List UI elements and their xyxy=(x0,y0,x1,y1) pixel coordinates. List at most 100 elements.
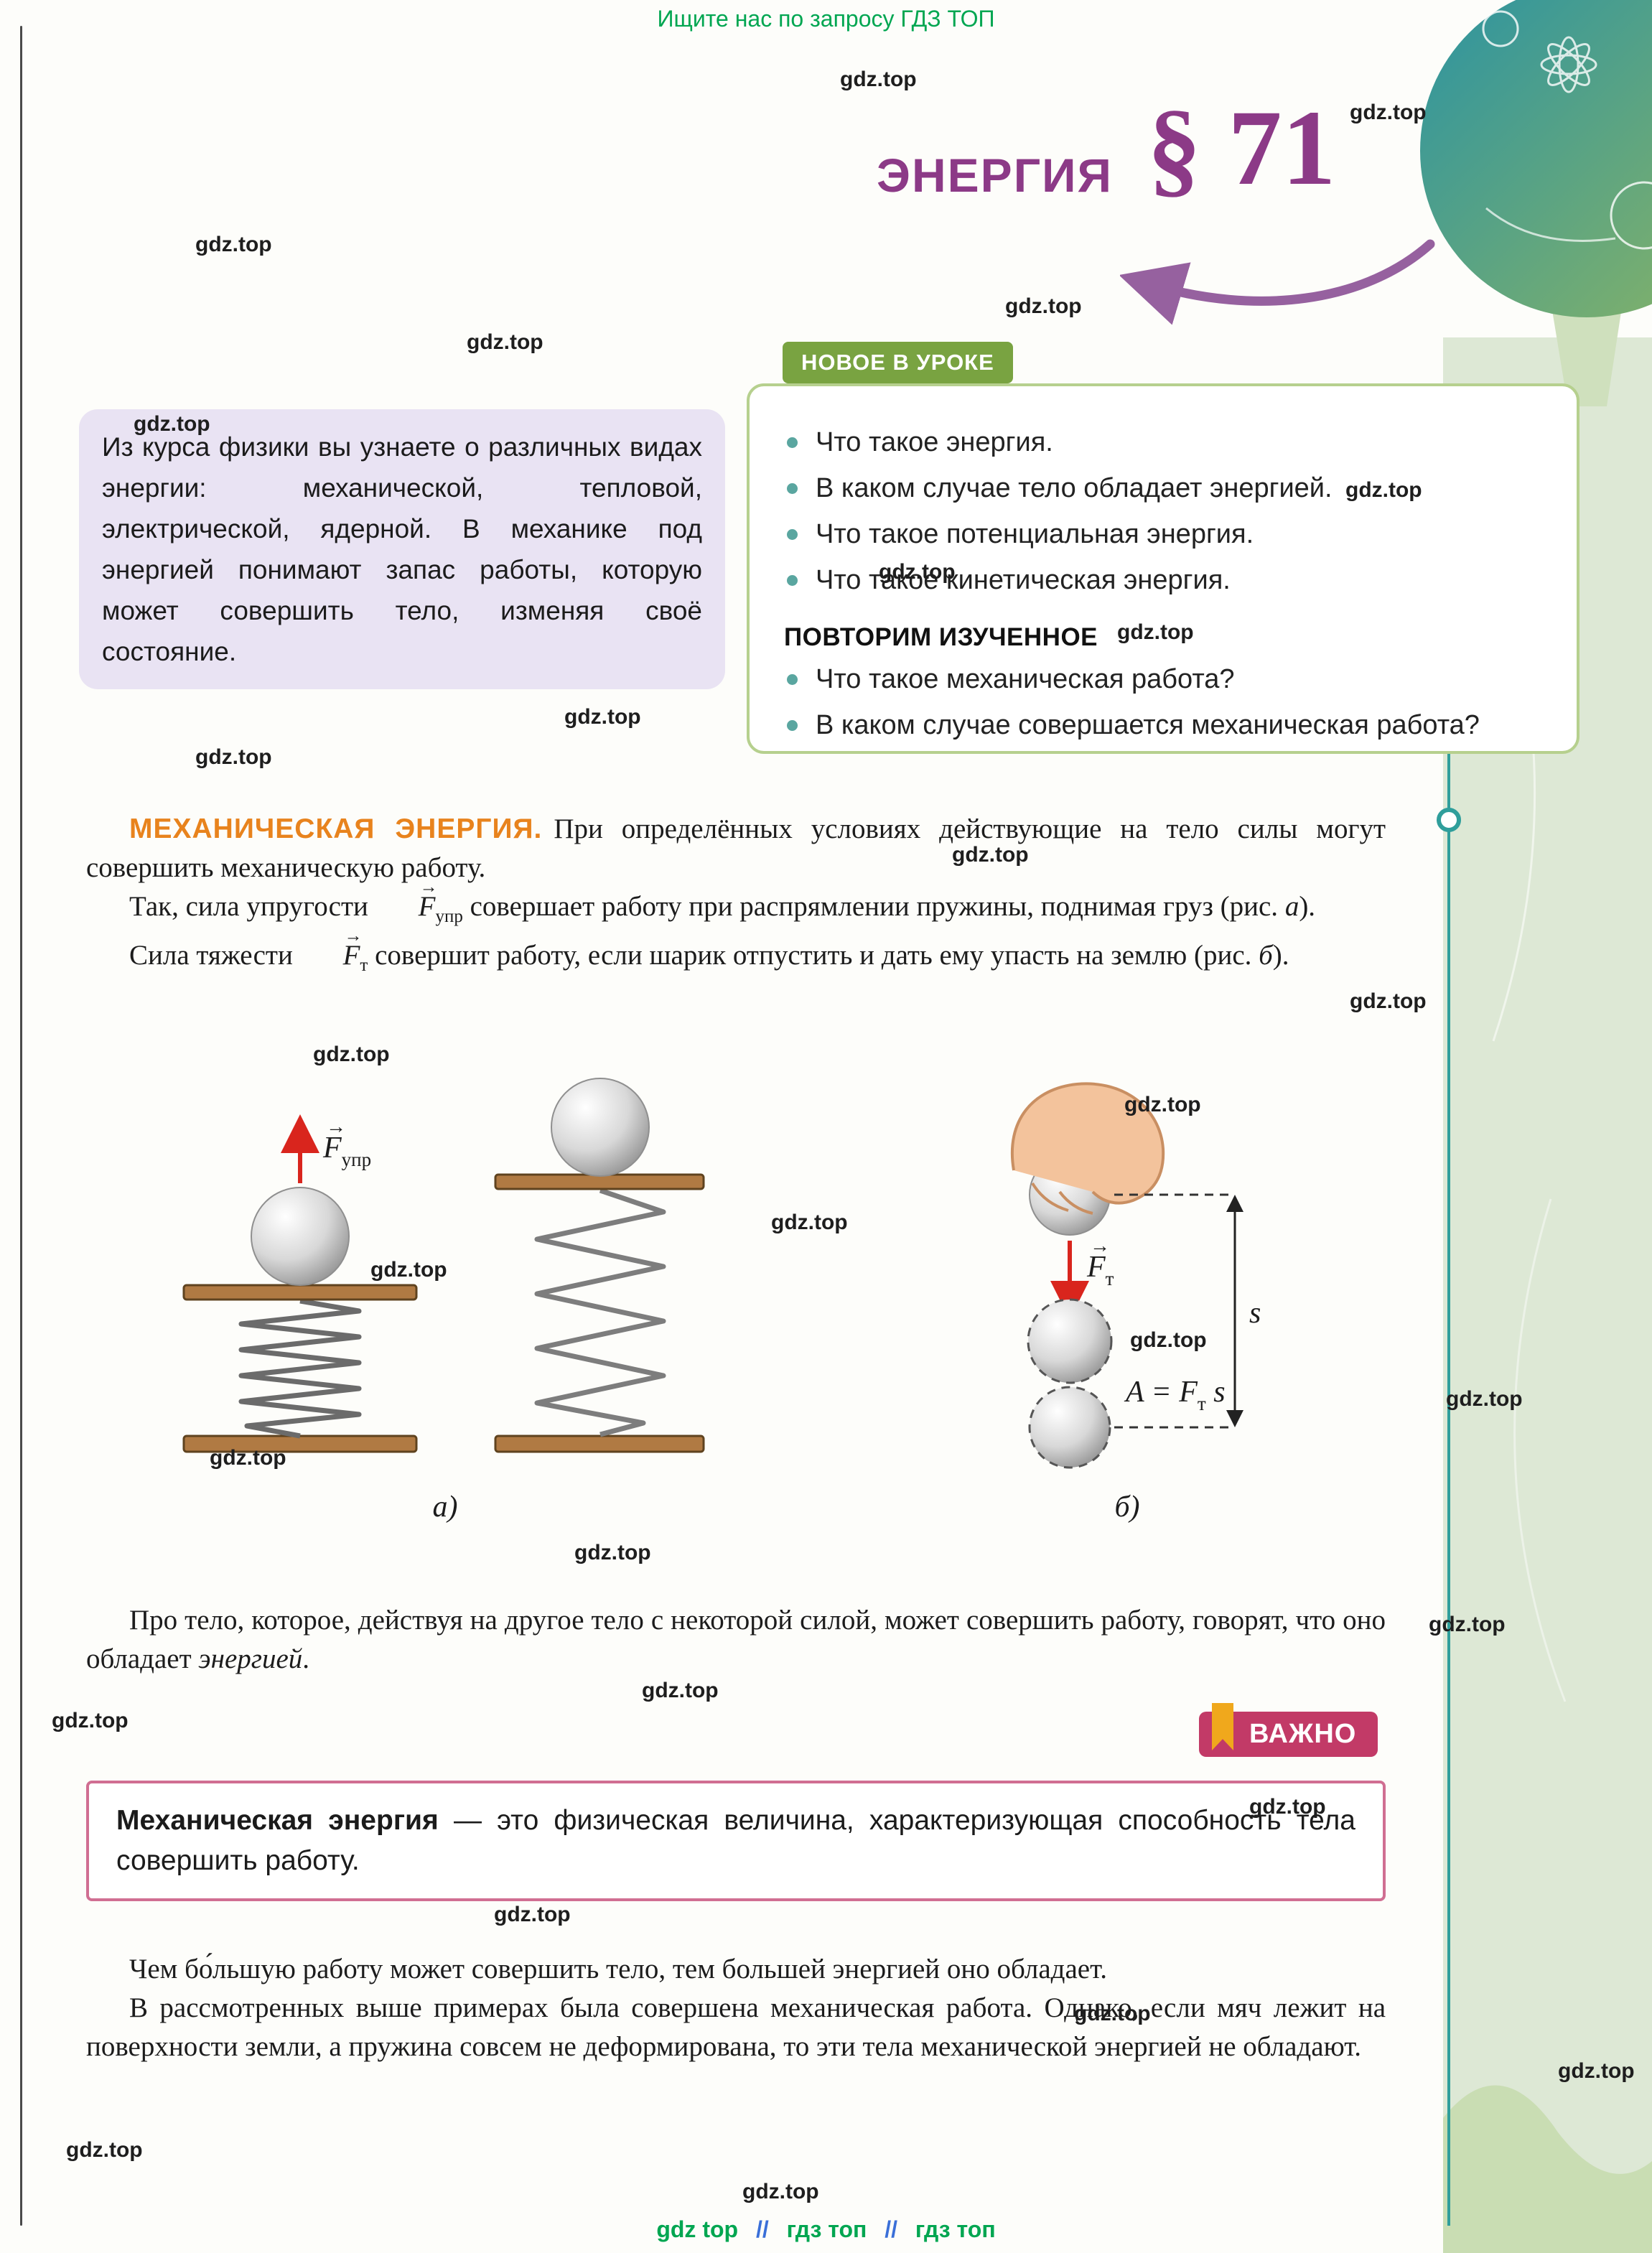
list-item: Что такое кинетическая энергия. xyxy=(784,557,1551,603)
watermark: gdz.top xyxy=(494,1903,571,1926)
paragraph-text: совершает работу при распрямлении пружин… xyxy=(462,891,1285,922)
intro-box: Из курса физики вы узнаете о различных в… xyxy=(79,409,725,689)
badge-label: ВАЖНО xyxy=(1249,1719,1357,1749)
doodle-circle-icon xyxy=(1610,181,1652,250)
watermark: gdz.top xyxy=(313,1042,390,1066)
force-spring-label: Fупр xyxy=(322,1132,371,1170)
figure-ref: а xyxy=(1284,891,1299,922)
decor-node-circle xyxy=(1437,808,1461,832)
review-list: Что такое механическая работа? В каком с… xyxy=(784,656,1551,748)
footer-link[interactable]: гдз топ xyxy=(915,2216,996,2242)
spring-coil xyxy=(534,1188,666,1437)
subscript: упр xyxy=(435,906,463,926)
definition-text: — это физическая величина, характеризующ… xyxy=(116,1805,1355,1876)
watermark: gdz.top xyxy=(1249,1795,1326,1819)
symbol: F xyxy=(418,891,436,922)
circle-stem xyxy=(1549,293,1624,406)
platform xyxy=(494,1173,705,1190)
fan-icon xyxy=(1540,36,1597,93)
force-gravity-label: Fт xyxy=(1086,1251,1114,1289)
watermark: gdz.top xyxy=(1429,1613,1506,1636)
watermark: gdz.top xyxy=(195,233,272,256)
watermark: gdz.top xyxy=(1130,1328,1207,1352)
subscript: т xyxy=(360,955,368,975)
promo-banner: Ищите нас по запросу ГДЗ ТОП xyxy=(657,6,995,32)
body-text-3: Чем бо́льшую работу может совершить тело… xyxy=(86,1950,1386,2066)
body-text-2: Про тело, которое, действуя на другое те… xyxy=(86,1601,1386,1679)
body-text-1: МЕХАНИЧЕСКАЯ ЭНЕРГИЯ.При определённых ус… xyxy=(86,810,1386,985)
symbol: F xyxy=(342,939,360,971)
new-in-lesson-list: Что такое энергия. В каком случае тело о… xyxy=(784,419,1551,603)
paragraph-text: совершит работу, если шарик отпустить и … xyxy=(368,939,1259,971)
watermark: gdz.top xyxy=(1350,989,1427,1013)
ball xyxy=(551,1078,650,1177)
doodle-arc xyxy=(1485,207,1616,242)
watermark: gdz.top xyxy=(1558,2059,1635,2083)
important-box: Механическая энергия — это физическая ве… xyxy=(86,1781,1386,1901)
band-bottom-blob xyxy=(1443,2085,1652,2253)
definition-term: Механическая энергия xyxy=(116,1805,439,1836)
footer-link[interactable]: гдз топ xyxy=(786,2216,867,2242)
paragraph: В рассмотренных выше примерах была совер… xyxy=(86,1992,1386,2062)
watermark: gdz.top xyxy=(1350,101,1427,124)
distance-label: s xyxy=(1249,1297,1261,1330)
footer-separator: // xyxy=(755,2216,769,2242)
watermark: gdz.top xyxy=(771,1211,848,1234)
paragraph-text: При определённых условиях действующие на… xyxy=(86,813,1386,883)
chapter-title: ЭНЕРГИЯ xyxy=(877,149,1113,202)
force-symbol: →Fупр xyxy=(375,877,463,936)
list-item: Что такое потенциальная энергия. xyxy=(784,511,1551,557)
footer-link[interactable]: gdz top xyxy=(656,2216,739,2242)
band-curve xyxy=(1513,1198,1567,1702)
finger-line xyxy=(1058,1190,1093,1215)
doodle-circle-icon xyxy=(1482,10,1519,47)
watermark: gdz.top xyxy=(642,1679,719,1702)
watermark: gdz.top xyxy=(210,1446,286,1470)
finger-line xyxy=(1031,1182,1069,1212)
figure-label-a: а) xyxy=(433,1491,458,1524)
arrow-path xyxy=(1120,239,1435,325)
vector-arrow-icon: → xyxy=(326,1116,346,1138)
figure-svg: → Fупр а) → Fт xyxy=(182,1078,1261,1524)
compressed-spring-figure: → Fупр xyxy=(182,1114,418,1453)
intro-text: Из курса физики вы узнаете о различных в… xyxy=(102,432,702,666)
watermark: gdz.top xyxy=(879,560,956,584)
paragraph: Про тело, которое, действуя на другое те… xyxy=(86,1601,1386,1679)
watermark: gdz.top xyxy=(134,412,210,436)
watermark: gdz.top xyxy=(564,705,641,729)
list-item: В каком случае совершается механическая … xyxy=(784,702,1551,748)
circle-bg xyxy=(1420,0,1652,317)
platform xyxy=(182,1284,418,1301)
paragraph-text: Так, сила упругости xyxy=(129,891,375,922)
decor-science-circle xyxy=(1420,0,1652,317)
lesson-box: Что такое энергия. В каком случае тело о… xyxy=(747,383,1579,754)
important-badge: ВАЖНО xyxy=(1199,1703,1378,1757)
watermark: gdz.top xyxy=(574,1541,651,1564)
paragraph-text: . xyxy=(302,1643,310,1674)
bookmark-icon xyxy=(1212,1703,1233,1750)
watermark: gdz.top xyxy=(1117,620,1194,644)
watermark: gdz.top xyxy=(1446,1387,1523,1411)
list-item: Что такое энергия. xyxy=(784,419,1551,465)
watermark: gdz.top xyxy=(467,330,543,354)
section-number: § 71 xyxy=(1147,88,1336,207)
falling-ball-figure: → Fт s A = Fт s xyxy=(1010,1082,1261,1469)
paragraph: Чем бо́льшую работу может совершить тело… xyxy=(129,1954,1107,1984)
work-formula: A = Fт s xyxy=(1124,1376,1226,1414)
paragraph-text: Про тело, которое, действуя на другое те… xyxy=(86,1605,1386,1674)
figure-label-b: б) xyxy=(1114,1491,1139,1524)
watermark: gdz.top xyxy=(742,2180,819,2203)
decor-teal-line xyxy=(1447,402,1450,2226)
footer-links: gdz top // гдз топ // гдз топ xyxy=(0,2216,1652,2243)
watermark: gdz.top xyxy=(66,2138,143,2162)
watermark: gdz.top xyxy=(840,67,917,91)
ball xyxy=(251,1187,350,1286)
list-item: Что такое механическая работа? xyxy=(784,656,1551,702)
watermark: gdz.top xyxy=(1005,294,1082,318)
watermark: gdz.top xyxy=(52,1709,129,1732)
paragraph: Так, сила упругости →Fупр совершает рабо… xyxy=(86,877,1386,936)
watermark: gdz.top xyxy=(370,1258,447,1282)
ball-position-ground xyxy=(1028,1386,1111,1469)
figure-illustration: → Fупр а) → Fт xyxy=(86,1048,1386,1540)
